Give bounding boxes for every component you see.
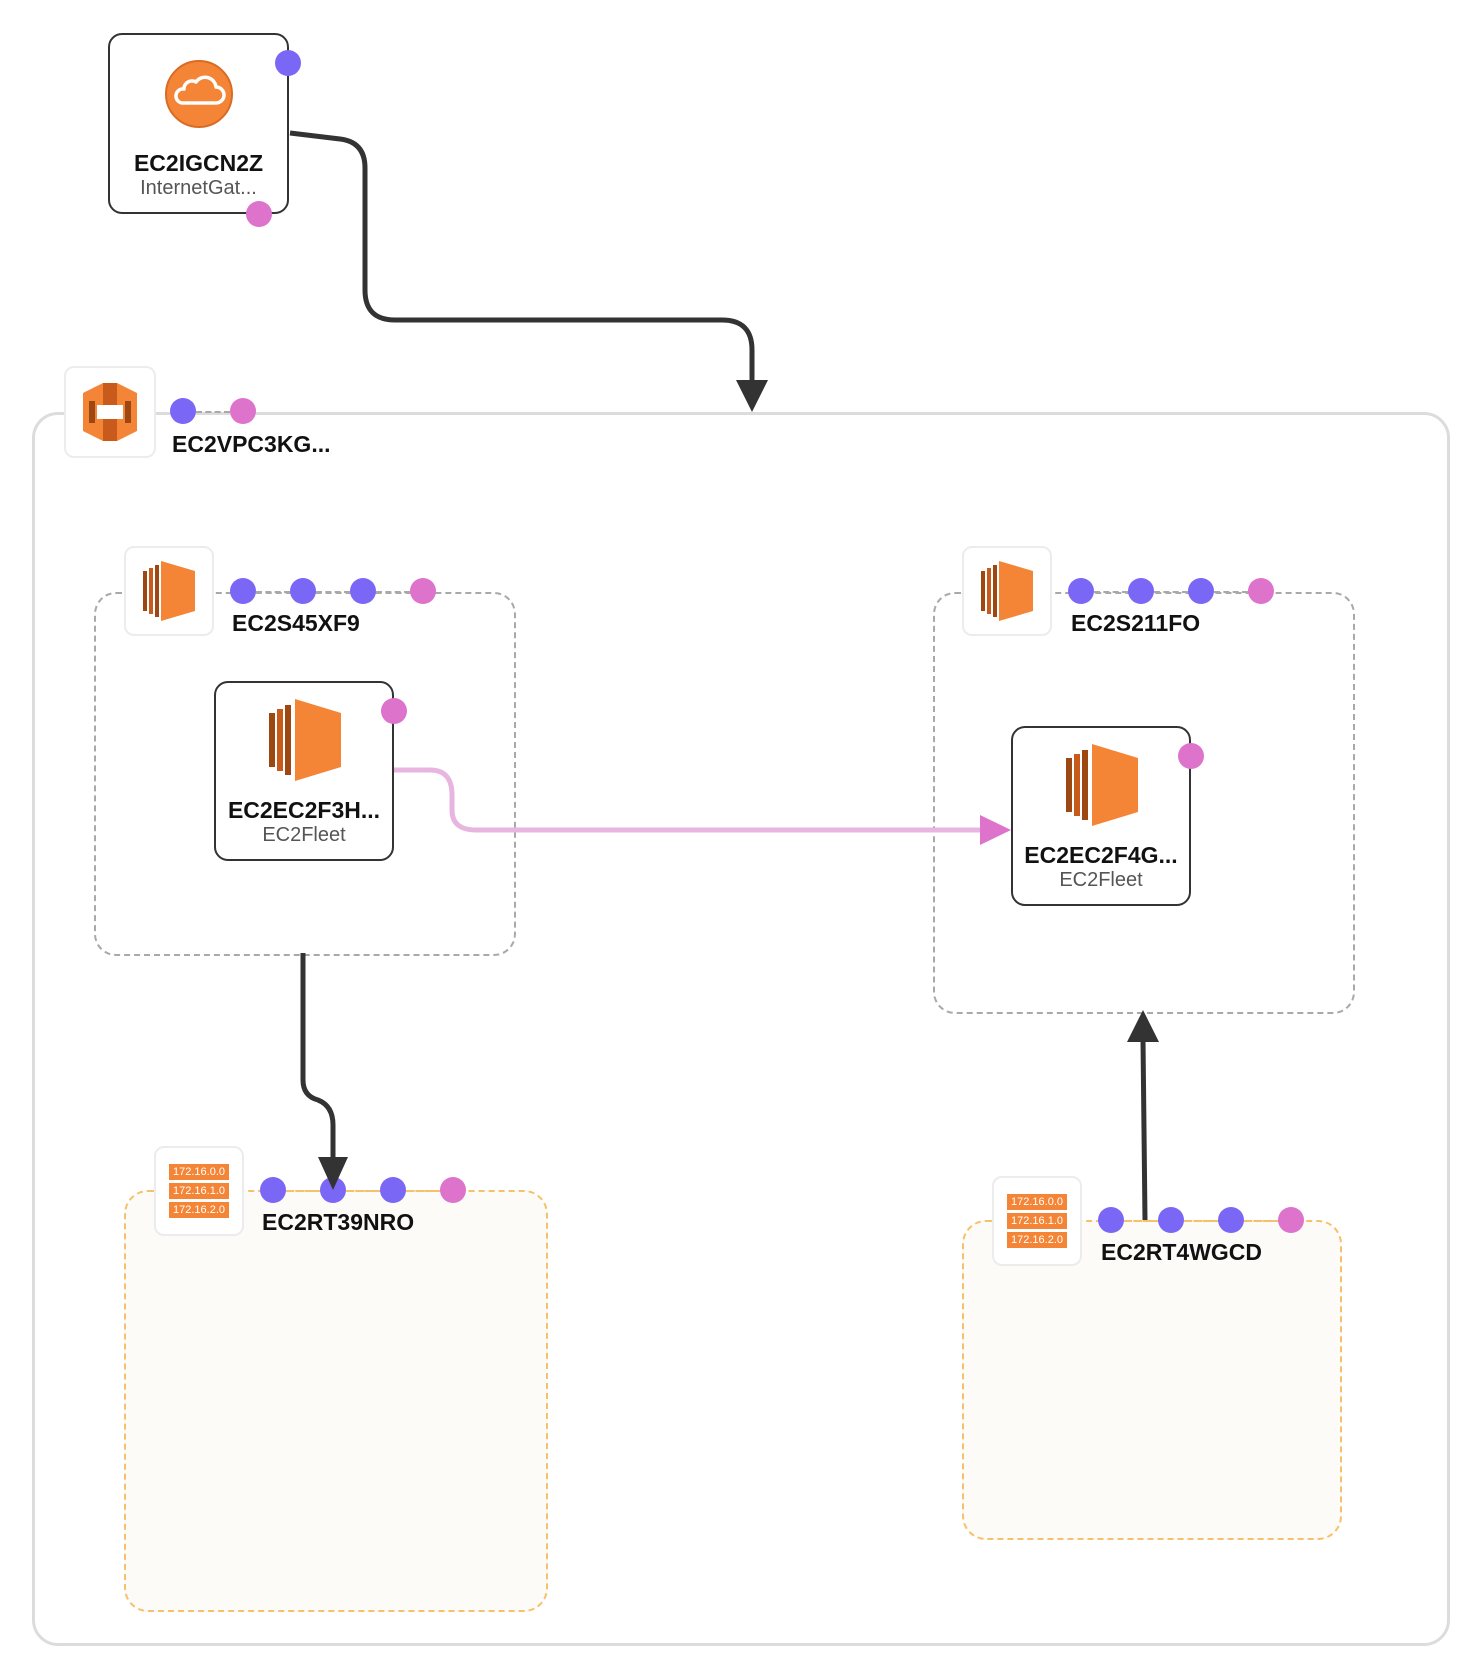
subnet-left-port-in-2[interactable] [290, 578, 316, 604]
route-table-right-port-out[interactable] [1278, 1207, 1304, 1233]
internet-gateway-card[interactable]: EC2IGCN2Z InternetGat... [108, 33, 289, 214]
edge-igw-to-vpc-arrowhead [736, 380, 768, 412]
route-table-right-icon-tile: 172.16.0.0 172.16.1.0 172.16.2.0 [992, 1176, 1082, 1266]
subnet-right-title: EC2S211FO [1071, 610, 1201, 636]
subnet-right-port-out[interactable] [1248, 578, 1274, 604]
subnet-right-port-in-3[interactable] [1188, 578, 1214, 604]
subnet-left-port-connector-2 [316, 591, 350, 593]
subnet-left-title: EC2S45XF9 [232, 610, 360, 636]
route-table-left-port-connector-1 [286, 1190, 320, 1192]
internet-gateway-port-in[interactable] [275, 50, 301, 76]
ec2-fleet-icon [1066, 744, 1138, 826]
subnet-right-port-connector-1 [1094, 591, 1128, 593]
route-table-left-icon-tile: 172.16.0.0 172.16.1.0 172.16.2.0 [154, 1146, 244, 1236]
fleet-right-title: EC2EC2F4G... [1024, 842, 1178, 868]
route-table-cidr: 172.16.2.0 [169, 1202, 229, 1218]
route-table-right-port-connector-2 [1184, 1220, 1218, 1222]
fleet-right-subtitle: EC2Fleet [1059, 869, 1143, 891]
route-table-right-title: EC2RT4WGCD [1101, 1239, 1263, 1265]
route-table-cidr: 172.16.0.0 [1007, 1194, 1067, 1210]
route-table-right-port-in-1[interactable] [1098, 1207, 1124, 1233]
subnet-left-port-out[interactable] [410, 578, 436, 604]
route-table-right-container[interactable] [962, 1220, 1342, 1540]
route-table-left-port-in-3[interactable] [380, 1177, 406, 1203]
fleet-right-card[interactable]: EC2EC2F4G... EC2Fleet [1011, 726, 1191, 906]
subnet-right-port-in-2[interactable] [1128, 578, 1154, 604]
route-table-left-port-connector-2 [346, 1190, 380, 1192]
route-table-icon: 172.16.0.0 172.16.1.0 172.16.2.0 [1007, 1194, 1067, 1248]
route-table-cidr: 172.16.2.0 [1007, 1232, 1067, 1248]
vpc-icon-tile [64, 366, 156, 458]
vpc-port-in[interactable] [170, 398, 196, 424]
route-table-right-port-in-3[interactable] [1218, 1207, 1244, 1233]
route-table-left-port-out[interactable] [440, 1177, 466, 1203]
fleet-right-port-out[interactable] [1178, 743, 1204, 769]
subnet-left-port-connector-1 [256, 591, 290, 593]
route-table-icon: 172.16.0.0 172.16.1.0 172.16.2.0 [169, 1164, 229, 1218]
route-table-right-port-connector-1 [1124, 1220, 1158, 1222]
subnet-right-port-in-1[interactable] [1068, 578, 1094, 604]
ec2-icon [981, 561, 1033, 621]
route-table-left-port-connector-3 [406, 1190, 440, 1192]
internet-gateway-title: EC2IGCN2Z [133, 150, 264, 176]
ec2-icon [143, 561, 195, 621]
fleet-left-subtitle: EC2Fleet [262, 824, 346, 846]
fleet-left-card[interactable]: EC2EC2F3H... EC2Fleet [214, 681, 394, 861]
route-table-left-title: EC2RT39NRO [262, 1209, 415, 1235]
fleet-left-port-out[interactable] [381, 698, 407, 724]
route-table-left-container[interactable] [124, 1190, 548, 1612]
route-table-left-port-in-2[interactable] [320, 1177, 346, 1203]
vpc-port-connector [196, 411, 230, 413]
fleet-left-title: EC2EC2F3H... [227, 797, 381, 823]
subnet-right-port-connector-3 [1214, 591, 1248, 593]
vpc-port-out[interactable] [230, 398, 256, 424]
subnet-right-icon-tile [962, 546, 1052, 636]
subnet-left-port-in-3[interactable] [350, 578, 376, 604]
route-table-left-port-in-1[interactable] [260, 1177, 286, 1203]
route-table-cidr: 172.16.1.0 [1007, 1213, 1067, 1229]
ec2-fleet-icon [269, 699, 341, 781]
internet-gateway-subtitle: InternetGat... [140, 177, 257, 199]
internet-gateway-port-out[interactable] [246, 201, 272, 227]
route-table-cidr: 172.16.1.0 [169, 1183, 229, 1199]
vpc-icon [83, 383, 137, 441]
route-table-right-port-connector-3 [1244, 1220, 1278, 1222]
subnet-left-port-in-1[interactable] [230, 578, 256, 604]
vpc-title: EC2VPC3KG... [172, 431, 331, 457]
route-table-right-port-in-2[interactable] [1158, 1207, 1184, 1233]
subnet-left-port-connector-3 [376, 591, 410, 593]
internet-gateway-cloud-icon [165, 60, 233, 128]
route-table-cidr: 172.16.0.0 [169, 1164, 229, 1180]
subnet-right-port-connector-2 [1154, 591, 1188, 593]
subnet-left-icon-tile [124, 546, 214, 636]
edge-igw-to-vpc[interactable] [289, 130, 755, 384]
